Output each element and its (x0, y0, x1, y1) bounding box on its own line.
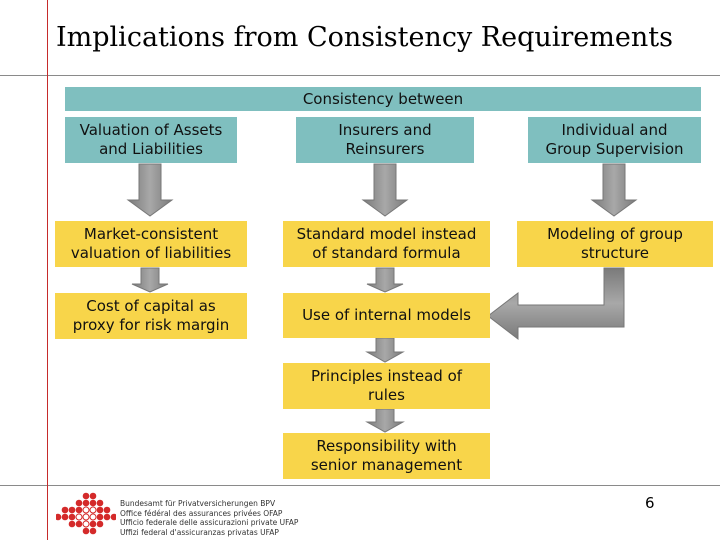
consistency-banner: Consistency between (65, 87, 701, 111)
title-divider (0, 75, 720, 76)
header-valuation: Valuation of Assets and Liabilities (65, 117, 237, 163)
header-insurers: Insurers and Reinsurers (296, 117, 474, 163)
box-label: Market-consistent valuation of liabiliti… (70, 225, 232, 262)
elbow-arrow (487, 267, 625, 341)
org-line: Office fédéral des assurances privées OF… (120, 508, 283, 518)
box-label: Standard model instead of standard formu… (296, 225, 477, 262)
market-consistent-box: Market-consistent valuation of liabiliti… (55, 221, 247, 267)
org-line: Bundesamt für Privatversicherungen BPV (120, 499, 276, 508)
federal-logo (56, 492, 116, 535)
accent-vertical-line (47, 0, 48, 540)
down-arrow (361, 163, 409, 217)
down-arrow (365, 408, 405, 433)
down-arrow (126, 163, 174, 217)
organization-names: Bundesamt für Privatversicherungen BPV O… (120, 499, 298, 537)
standard-model-box: Standard model instead of standard formu… (283, 221, 490, 267)
down-arrow (366, 267, 404, 293)
box-label: Principles instead of rules (310, 367, 463, 404)
principles-box: Principles instead of rules (283, 363, 490, 409)
box-label: Use of internal models (302, 306, 471, 324)
slide-title: Implications from Consistency Requiremen… (56, 22, 673, 53)
down-arrow (365, 337, 405, 363)
responsibility-box: Responsibility with senior management (283, 433, 490, 479)
down-arrow (131, 267, 169, 293)
box-label: Modeling of group structure (547, 225, 683, 262)
down-arrow (590, 163, 638, 217)
header-label: Valuation of Assets and Liabilities (79, 121, 223, 158)
group-structure-box: Modeling of group structure (517, 221, 713, 267)
box-label: Responsibility with senior management (310, 437, 463, 474)
header-label: Individual and Group Supervision (545, 121, 684, 158)
footer-divider (0, 485, 720, 486)
page-number: 6 (645, 494, 655, 512)
org-line: Ufficio federale delle assicurazioni pri… (120, 518, 299, 527)
header-label: Insurers and Reinsurers (338, 121, 432, 158)
org-line: Uffizi federal d'assicuranzas privatas U… (120, 527, 279, 537)
internal-models-box: Use of internal models (283, 293, 490, 338)
cost-of-capital-box: Cost of capital as proxy for risk margin (55, 293, 247, 339)
header-supervision: Individual and Group Supervision (528, 117, 701, 163)
box-label: Cost of capital as proxy for risk margin (72, 297, 230, 334)
